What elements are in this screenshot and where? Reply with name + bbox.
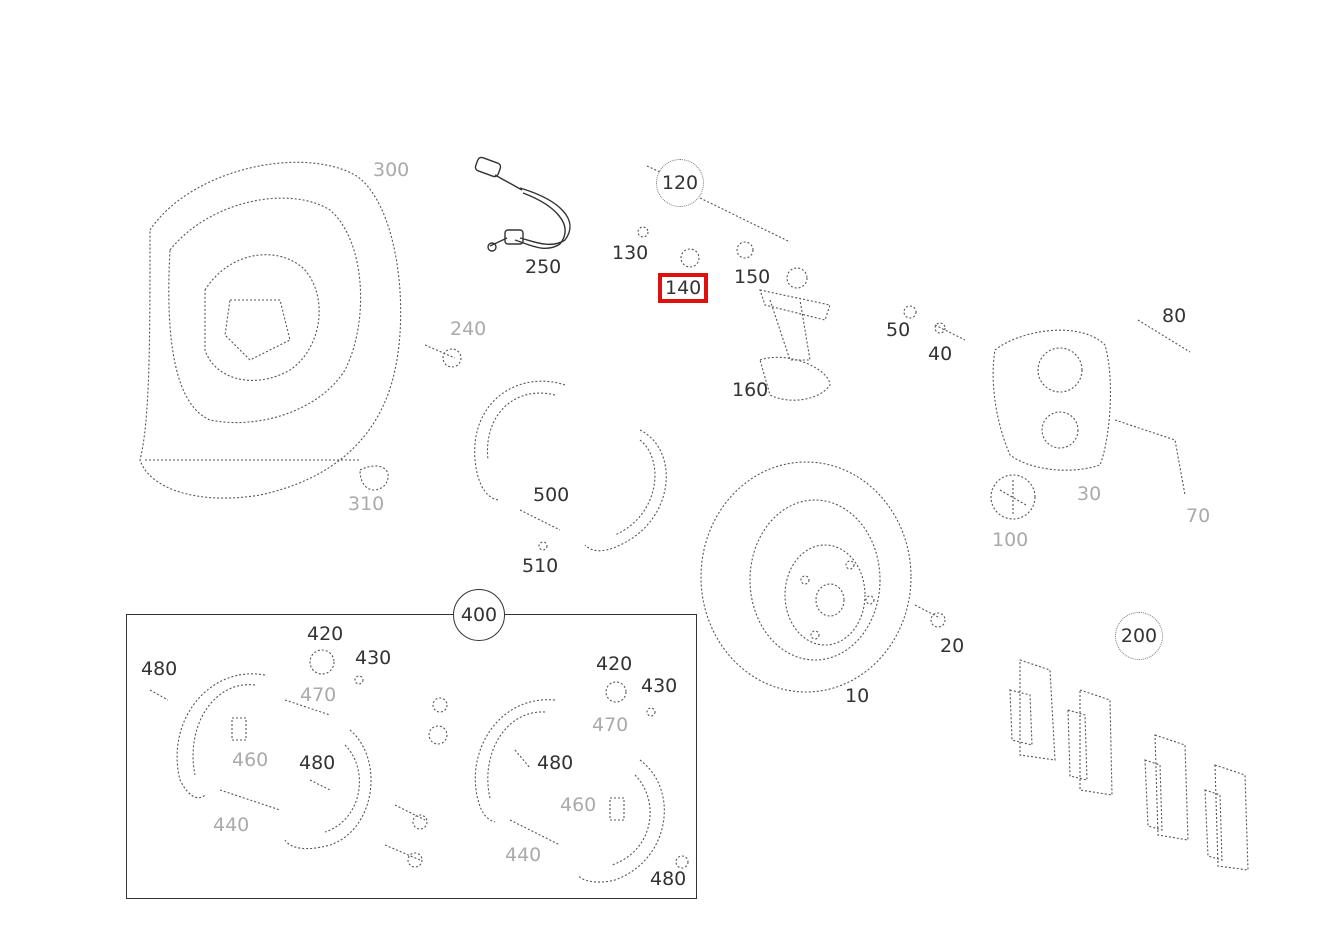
- callout-120[interactable]: 120: [656, 159, 704, 207]
- callout-300[interactable]: 300: [373, 159, 410, 181]
- backing-plate-drawing: [139, 161, 402, 499]
- callout-420-right[interactable]: 420: [596, 653, 633, 675]
- callout-420-left[interactable]: 420: [307, 623, 344, 645]
- callout-400[interactable]: 400: [453, 589, 505, 641]
- callout-30[interactable]: 30: [1077, 483, 1102, 505]
- callout-100[interactable]: 100: [992, 529, 1029, 551]
- callout-430-left[interactable]: 430: [355, 647, 392, 669]
- callout-510[interactable]: 510: [522, 555, 559, 577]
- callout-130[interactable]: 130: [612, 242, 649, 264]
- parking-brake-shoes-drawing: [149, 649, 689, 883]
- callout-430-right[interactable]: 430: [641, 675, 678, 697]
- callout-240[interactable]: 240: [450, 318, 487, 340]
- callout-140-selected[interactable]: 140: [658, 273, 709, 303]
- callout-200[interactable]: 200: [1115, 612, 1163, 660]
- callout-10[interactable]: 10: [845, 685, 870, 707]
- callout-150[interactable]: 150: [734, 266, 771, 288]
- callout-500[interactable]: 500: [533, 484, 570, 506]
- brake-shoe-500-drawing: [474, 380, 667, 552]
- bolt-240-drawing: [424, 344, 462, 368]
- parking-brake-inset-box: [126, 614, 697, 899]
- callout-460-right[interactable]: 460: [560, 794, 597, 816]
- lever-assembly-drawing: [637, 226, 831, 401]
- callout-480-mid-left[interactable]: 480: [299, 752, 336, 774]
- bolts-40-50-drawing: [903, 305, 966, 341]
- callout-40[interactable]: 40: [928, 343, 953, 365]
- callout-470-left[interactable]: 470: [300, 684, 337, 706]
- callout-440-left[interactable]: 440: [213, 814, 250, 836]
- screw-20-drawing: [914, 604, 946, 628]
- wear-sensor-drawing: [474, 156, 571, 252]
- callout-50[interactable]: 50: [886, 319, 911, 341]
- callout-460-left[interactable]: 460: [232, 749, 269, 771]
- callout-70[interactable]: 70: [1186, 505, 1211, 527]
- callout-160[interactable]: 160: [732, 379, 769, 401]
- callout-250[interactable]: 250: [525, 256, 562, 278]
- callout-480-top-left[interactable]: 480: [141, 658, 178, 680]
- callout-20[interactable]: 20: [940, 635, 965, 657]
- callout-440-right[interactable]: 440: [505, 844, 542, 866]
- leader-120: [699, 197, 791, 243]
- callout-480-mid-right[interactable]: 480: [537, 752, 574, 774]
- caliper-drawing: [990, 329, 1186, 520]
- callout-470-right[interactable]: 470: [592, 714, 629, 736]
- brake-disc-drawing: [700, 461, 912, 693]
- callout-480-bottom-right[interactable]: 480: [650, 868, 687, 890]
- brake-pads-drawing: [1009, 659, 1249, 871]
- callout-80[interactable]: 80: [1162, 305, 1187, 327]
- callout-310[interactable]: 310: [348, 493, 385, 515]
